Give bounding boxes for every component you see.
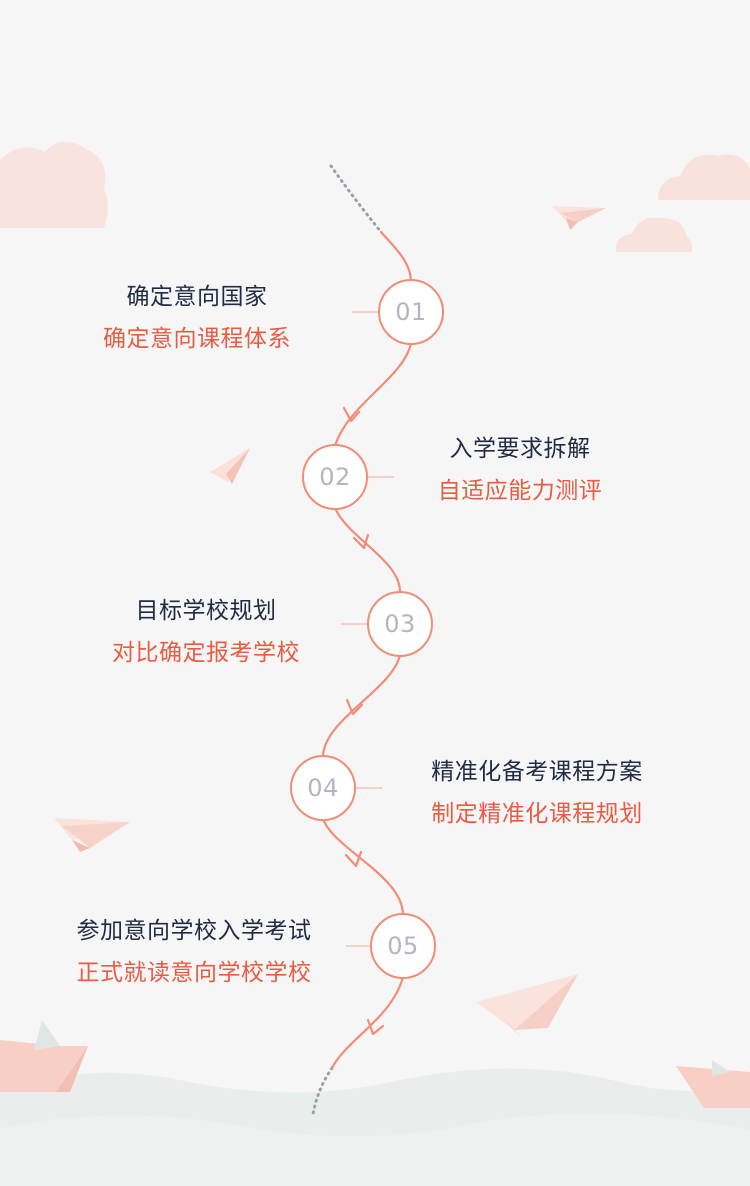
step-subtitle: 正式就读意向学校学校	[76, 960, 312, 986]
step-text-block: 精准化备考课程方案 制定精准化课程规划	[412, 757, 662, 829]
step-text-block: 入学要求拆解 自适应能力测评	[420, 434, 620, 506]
step-number-circle: 01	[378, 279, 444, 345]
wave-front	[0, 1113, 750, 1186]
arrow-down-icon	[352, 533, 370, 550]
path-dotted-bottom	[311, 1066, 334, 1116]
step-subtitle: 自适应能力测评	[437, 478, 603, 504]
paper-plane-icon	[210, 448, 250, 484]
paper-plane-icon	[552, 206, 606, 230]
cloud-icon	[658, 154, 750, 200]
paper-plane-icon	[54, 818, 130, 852]
paper-boat-icon	[676, 1060, 750, 1108]
step-number-circle: 05	[370, 913, 436, 979]
path-dotted-top	[329, 164, 383, 234]
step-subtitle: 确定意向课程体系	[103, 326, 291, 352]
step-title: 参加意向学校入学考试	[76, 918, 312, 944]
step-number-circle: 03	[367, 591, 433, 657]
step-text-block: 参加意向学校入学考试 正式就读意向学校学校	[56, 916, 332, 988]
arrow-down-icon	[342, 406, 361, 423]
step-text-block: 目标学校规划 对比确定报考学校	[96, 596, 316, 668]
step-title: 目标学校规划	[135, 598, 277, 624]
step-title: 确定意向国家	[126, 284, 268, 310]
cloud-icon	[0, 141, 108, 228]
step-subtitle: 制定精准化课程规划	[431, 801, 643, 827]
paper-plane-icon	[476, 974, 578, 1038]
step-number-circle: 04	[290, 755, 356, 821]
arrow-down-icon	[345, 698, 364, 716]
step-title: 精准化备考课程方案	[431, 759, 643, 785]
paper-boat-icon	[0, 1020, 88, 1092]
step-subtitle: 对比确定报考学校	[112, 640, 300, 666]
cloud-icon	[615, 217, 693, 252]
step-number-circle: 02	[302, 444, 368, 510]
step-title: 入学要求拆解	[449, 436, 591, 462]
arrow-down-icon	[344, 850, 363, 868]
step-text-block: 确定意向国家 确定意向课程体系	[92, 282, 302, 354]
arrow-down-icon	[366, 1018, 385, 1036]
